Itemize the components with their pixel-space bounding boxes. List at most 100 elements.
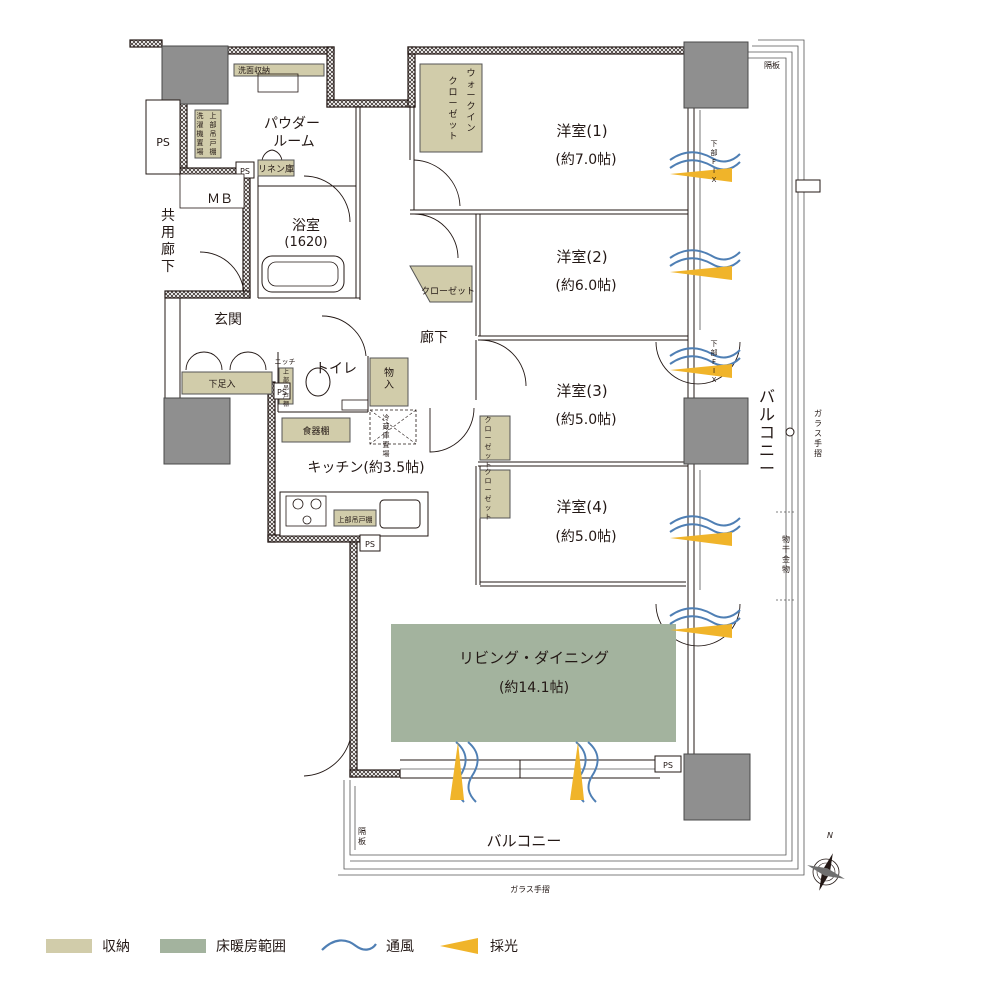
glass-railing-right: ラ (814, 419, 822, 428)
fridge-label: 場 (383, 449, 390, 458)
laundry-upper-cabinet-label: 部 (210, 120, 217, 129)
walkin-label: イ (466, 113, 475, 123)
drying-hardware-label: 物 (782, 534, 790, 544)
fix-label-1: X (712, 176, 717, 184)
drying-hardware-label: 干 (782, 545, 790, 554)
laundry-label: 置 (197, 139, 204, 147)
ventilation-mark (669, 249, 741, 261)
column-3 (163, 397, 231, 465)
ventilation-mark (669, 257, 741, 269)
drying-hardware-label: 物 (782, 564, 790, 574)
washroom-storage (233, 63, 325, 77)
common-corridor-4: 下 (161, 259, 175, 275)
ventilation-mark (669, 151, 741, 163)
closet4-label: ッ (485, 504, 492, 512)
toilet-name: トイレ (315, 361, 357, 377)
ps-label-1: PS (156, 136, 170, 149)
kitchen-name: キッチン(約3.5帖) (307, 460, 424, 476)
ps-label-2: PS (240, 167, 250, 176)
closet-3 (479, 415, 511, 461)
shoe-storage-label: 下足入 (208, 379, 235, 390)
legend-floor-heating-swatch (160, 939, 206, 953)
closet-4 (479, 469, 511, 519)
cupboard-label: 食器棚 (302, 425, 329, 437)
fix-label-1: 部 (711, 148, 718, 157)
linen-closet (257, 159, 295, 177)
walls (129, 39, 685, 778)
columns (161, 41, 751, 821)
closet4-label: ク (485, 468, 492, 476)
toilet-upper-cabinet-label: 上 (283, 368, 289, 376)
walkin-label: ク (466, 101, 475, 112)
walkin-label: ー (466, 91, 475, 101)
ventilation-mark (669, 515, 741, 527)
glass-railing-right: 摺 (814, 448, 822, 458)
toilet-upper-cabinet-label: 戸 (283, 393, 289, 400)
daylight-mark (670, 168, 732, 182)
ventilation-mark (467, 741, 479, 803)
ventilation-mark (669, 607, 741, 619)
column-2 (683, 41, 749, 109)
walkin-label: ォ (466, 80, 475, 90)
legend-ventilation-label: 通風 (386, 939, 414, 955)
balcony-outline (338, 39, 821, 876)
laundry-upper-cabinet-label: 棚 (210, 147, 217, 156)
daylight-mark (670, 364, 732, 378)
shoe-storage (181, 371, 273, 395)
laundry-upper-cabinet-label: 上 (210, 111, 217, 120)
western3-name: 洋室(3) (556, 382, 607, 400)
western1-size: (約7.0帖) (555, 152, 616, 168)
fixtures (145, 73, 682, 773)
fix-label-2: F (712, 358, 716, 366)
laundry-area (194, 109, 222, 159)
toilet-upper-cabinet-label: 棚 (283, 400, 289, 408)
balcony-right-label: ー (759, 459, 775, 478)
ps-label-4: PS (365, 540, 375, 549)
vertical-labels: 洗濯機置場上部吊戸棚ウォークインクローゼットクローゼットクローゼット上部吊戸棚物… (197, 68, 823, 846)
closet4-label: ト (485, 513, 492, 521)
closet3-label: ッ (485, 452, 492, 460)
walkin-closet-label: ロ (448, 88, 457, 98)
storage-room (369, 357, 409, 407)
daylight-mark (670, 266, 732, 280)
powder-name-2: ルーム (273, 134, 315, 150)
kitchen-upper-cabinet (333, 509, 377, 527)
ps-label-5: PS (663, 761, 673, 770)
closet3-label: ロ (485, 425, 492, 433)
balcony-bottom-label: バルコニー (487, 832, 562, 850)
ventilation-daylight-markers (450, 151, 741, 803)
walkin-closet-label: ッ (448, 121, 457, 131)
small-labels: 洗面収納 リネン庫 クローゼット 下足入 ニッチ 食器棚 上部吊戸棚 PS PS… (156, 60, 833, 894)
corridor-name: 廊下 (420, 329, 448, 346)
niche-label: ニッチ (275, 358, 296, 366)
north-label: N (827, 831, 833, 840)
fridge-label: 蔵 (383, 422, 390, 431)
closet3-label: ー (485, 434, 492, 442)
fix-label-2: I (713, 367, 715, 375)
laundry-upper-cabinet-label: 吊 (210, 130, 217, 138)
ventilation-mark (669, 159, 741, 171)
column-4 (683, 397, 749, 465)
legend-floor-heating-label: 床暖房範囲 (216, 938, 286, 955)
daylight-mark (450, 742, 464, 800)
daylight-mark (670, 624, 732, 638)
walkin-closet-label: ト (448, 132, 457, 142)
common-corridor-2: 用 (161, 225, 175, 241)
walk-in-closet (419, 63, 483, 153)
fix-label-1: 下 (711, 140, 718, 148)
fridge-label: 置 (383, 441, 390, 449)
legend-storage-label: 収納 (102, 939, 130, 955)
bath-name: 浴室 (292, 217, 320, 234)
laundry-label: 濯 (197, 120, 204, 129)
closet3-label: ゼ (485, 442, 492, 451)
western4-size: (約5.0帖) (555, 529, 616, 545)
partition-label-bottom: 板 (358, 836, 366, 846)
legend: 収納 床暖房範囲 通風 採光 (46, 938, 518, 955)
toilet-upper-cabinet-label: 吊 (283, 385, 289, 392)
linen-label: リネン庫 (258, 163, 294, 175)
washroom-storage-label: 洗面収納 (238, 65, 270, 75)
storage-room-label: 物 (384, 366, 394, 379)
laundry-label: 機 (197, 129, 204, 138)
legend-ventilation-icon (321, 939, 377, 951)
